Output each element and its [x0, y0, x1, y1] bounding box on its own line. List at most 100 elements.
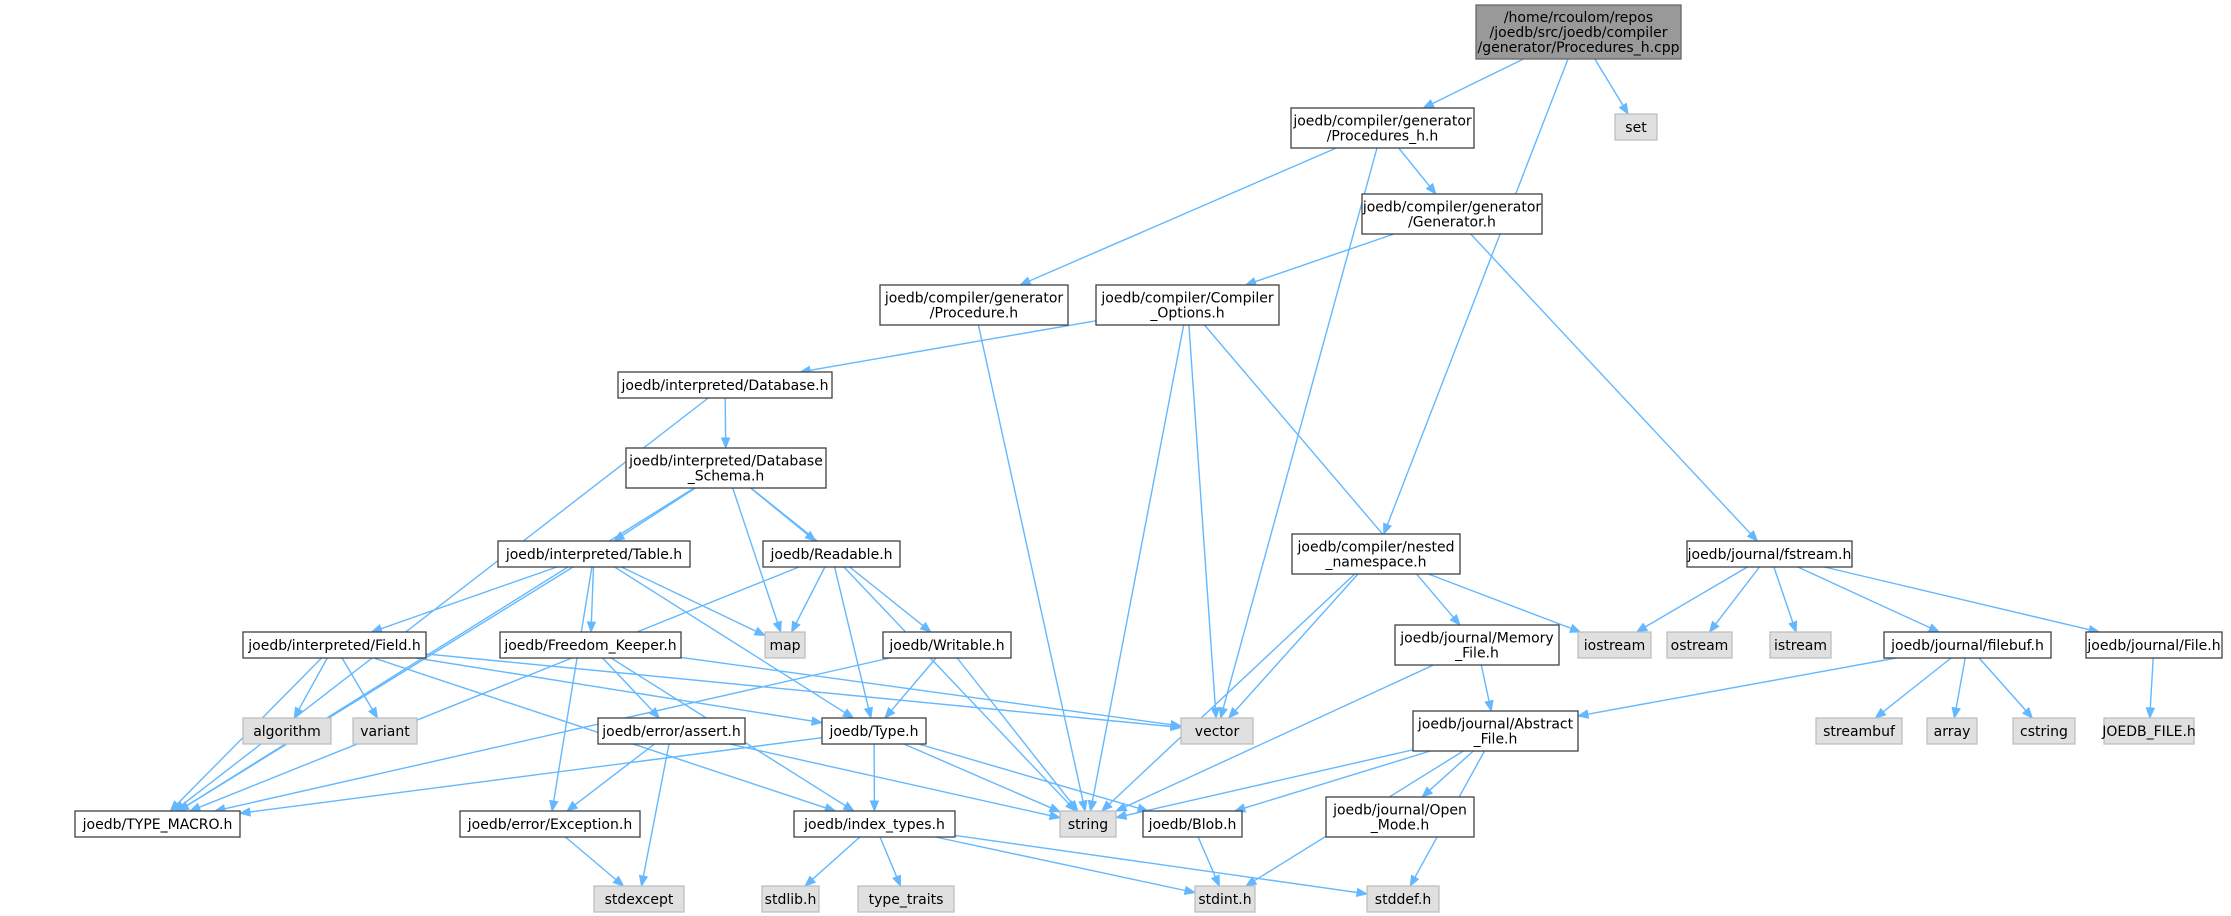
- node-label-line: array: [1934, 724, 1971, 740]
- node-label-line: joedb/compiler/generator: [1292, 114, 1472, 130]
- edge-line: [574, 743, 655, 806]
- edge-filebuf_h-to-array: [1951, 657, 1966, 720]
- edge-arrowhead: [1635, 622, 1649, 633]
- node-box: [1394, 624, 1560, 666]
- node-compiler-opts[interactable]: joedb/compiler/Compiler_Options.h: [1095, 284, 1280, 326]
- node-box: [617, 371, 833, 399]
- edge-line: [1428, 573, 1572, 630]
- node-table-h[interactable]: joedb/interpreted/Table.h: [497, 540, 691, 568]
- node-label-line: stdint.h: [1198, 892, 1251, 908]
- node-label-line: joedb/interpreted/Field.h: [247, 638, 420, 654]
- node-blob-h[interactable]: joedb/Blob.h: [1142, 810, 1243, 838]
- node-type-traits: type_traits: [857, 885, 955, 913]
- node-istream: istream: [1769, 631, 1832, 659]
- node-exception-h[interactable]: joedb/error/Exception.h: [459, 810, 641, 838]
- node-nested-ns[interactable]: joedb/compiler/nested_namespace.h: [1291, 533, 1461, 575]
- node-box: [1883, 631, 2052, 659]
- edge-arrowhead: [188, 802, 202, 812]
- edge-readable_h-to-string: [843, 566, 1077, 812]
- node-assert-h[interactable]: joedb/error/assert.h: [597, 717, 746, 745]
- edge-filebuf_h-to-streambuf: [1874, 657, 1952, 719]
- node-label-line: set: [1625, 120, 1647, 136]
- edge-arrowhead: [1067, 799, 1079, 813]
- node-label-line: joedb/compiler/Compiler: [1100, 291, 1273, 307]
- edge-blob_h-to-stdint_h: [1197, 836, 1220, 888]
- edge-assert_h-to-stdexcept: [638, 743, 670, 888]
- edge-readable_h-to-type_h: [833, 566, 873, 720]
- edge-nested_ns-to-vector: [1227, 573, 1359, 720]
- node-algorithm: algorithm: [242, 717, 332, 745]
- node-interp-db[interactable]: joedb/interpreted/Database.h: [617, 371, 833, 399]
- edge-readable_h-to-type_macro: [188, 566, 800, 812]
- edge-line: [1955, 657, 1966, 709]
- edge-arrowhead: [2145, 707, 2156, 720]
- node-box: [593, 885, 685, 913]
- node-generator-h[interactable]: joedb/compiler/generator/Generator.h: [1361, 193, 1543, 235]
- node-cstring: cstring: [2012, 717, 2076, 745]
- edge-arrowhead: [1018, 276, 1032, 286]
- edge-line: [1644, 566, 1748, 628]
- node-db-schema[interactable]: joedb/interpreted/Database_Schema.h: [625, 447, 827, 489]
- node-array: array: [1926, 717, 1978, 745]
- edge-table_h-to-field_h: [370, 566, 558, 634]
- node-field-h[interactable]: joedb/interpreted/Field.h: [242, 631, 427, 659]
- edge-arrowhead: [884, 706, 896, 720]
- node-file-h[interactable]: joedb/journal/File.h: [2085, 631, 2223, 659]
- edge-generator_h-to-compiler_opts: [1244, 233, 1395, 287]
- edge-line: [642, 743, 670, 877]
- node-proc-h[interactable]: joedb/compiler/generator/Procedures_h.h: [1290, 107, 1475, 149]
- node-label-line: joedb/Readable.h: [769, 547, 892, 563]
- node-stddef-h: stddef.h: [1366, 885, 1440, 913]
- edge-arrowhead: [1449, 613, 1461, 627]
- node-box: [2085, 631, 2223, 659]
- edge-arrowhead: [612, 875, 625, 887]
- node-iostream: iostream: [1577, 631, 1652, 659]
- edge-freedom_h-to-vector: [680, 656, 1183, 730]
- node-label-line: _File.h: [1454, 646, 1499, 662]
- edge-compiler_opts-to-string: [1087, 324, 1185, 813]
- node-layer: /home/rcoulom/repos/joedb/src/joedb/comp…: [74, 4, 2223, 913]
- node-box: [1475, 4, 1682, 60]
- edge-line: [732, 487, 779, 623]
- edge-arrowhead: [1114, 810, 1128, 820]
- edge-field_h-to-variant: [341, 657, 379, 720]
- edge-line: [1824, 566, 2090, 631]
- node-stdexcept: stdexcept: [593, 885, 685, 913]
- edge-line: [812, 836, 861, 880]
- node-label-line: joedb/Blob.h: [1148, 817, 1237, 833]
- node-filebuf-h[interactable]: joedb/journal/filebuf.h: [1883, 631, 2052, 659]
- node-label-line: joedb/journal/Open: [1332, 803, 1467, 819]
- edge-line: [1108, 573, 1356, 805]
- edge-index_types-to-stdlib_h: [804, 836, 861, 887]
- edge-compiler_opts-to-interp_db: [798, 320, 1097, 375]
- edge-line: [1222, 147, 1378, 709]
- node-type-macro[interactable]: joedb/TYPE_MACRO.h: [74, 810, 241, 838]
- node-root[interactable]: /home/rcoulom/repos/joedb/src/joedb/comp…: [1475, 4, 1682, 60]
- edge-assert_h-to-string: [729, 743, 1062, 821]
- edge-arrowhead: [368, 706, 379, 720]
- edge-root-to-nested_ns: [1383, 58, 1569, 536]
- node-writable-h[interactable]: joedb/Writable.h: [882, 631, 1012, 659]
- node-abstract-file[interactable]: joedb/journal/Abstract_File.h: [1412, 710, 1579, 752]
- edge-arrowhead: [1100, 800, 1113, 812]
- node-joedb-file: JOEDB_FILE.h: [2101, 717, 2196, 745]
- node-procedure-h[interactable]: joedb/compiler/generator/Procedure.h: [879, 284, 1069, 326]
- edge-line: [224, 657, 890, 810]
- node-type-h[interactable]: joedb/Type.h: [821, 717, 927, 745]
- node-fstream-h[interactable]: joedb/journal/fstream.h: [1686, 540, 1853, 568]
- node-readable-h[interactable]: joedb/Readable.h: [762, 540, 901, 568]
- edge-line: [341, 657, 373, 710]
- node-label-line: joedb/compiler/nested: [1297, 540, 1455, 556]
- node-index-types[interactable]: joedb/index_types.h: [793, 810, 956, 838]
- node-freedom-h[interactable]: joedb/Freedom_Keeper.h: [499, 631, 682, 659]
- node-memory-file[interactable]: joedb/journal/Memory_File.h: [1394, 624, 1560, 666]
- node-open-mode[interactable]: joedb/journal/Open_Mode.h: [1325, 796, 1475, 838]
- edge-arrowhead: [1114, 802, 1128, 812]
- edge-line: [977, 324, 1084, 802]
- edge-arrowhead: [804, 875, 817, 887]
- edge-arrowhead: [1383, 522, 1392, 536]
- node-label-line: stddef.h: [1375, 892, 1431, 908]
- node-label-line: stdlib.h: [765, 892, 817, 908]
- edge-line: [879, 836, 898, 878]
- edge-arrowhead: [1244, 876, 1258, 887]
